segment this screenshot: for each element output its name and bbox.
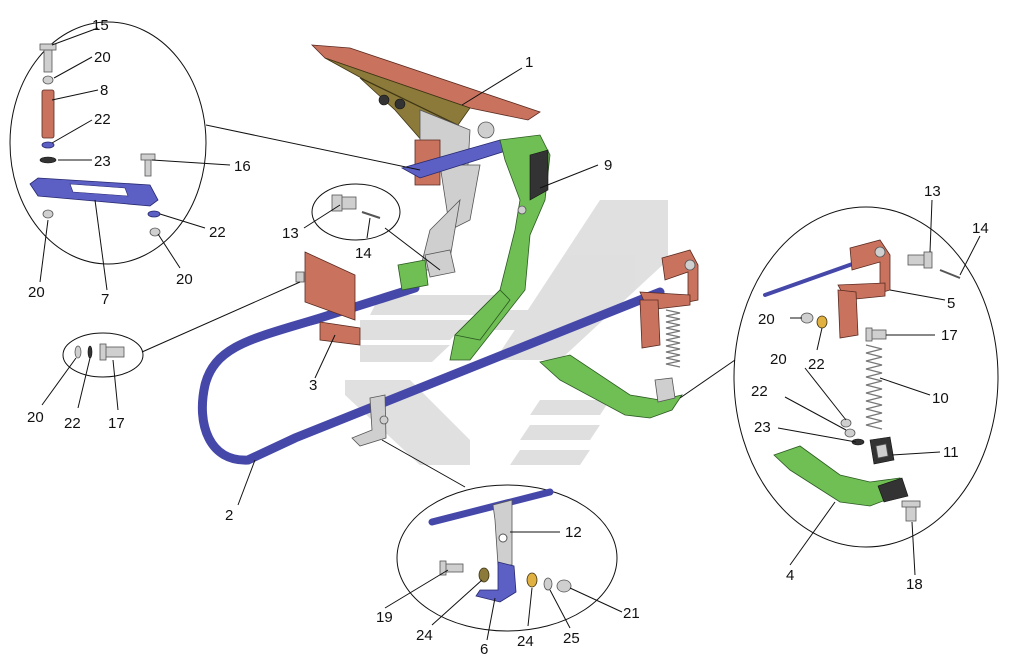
callout-leaders (39, 27, 981, 641)
callout-19: 19 (376, 609, 393, 626)
callout-20-left-group: 20 (27, 409, 44, 426)
right-bracket-5 (639, 249, 699, 349)
callout-5: 5 (947, 295, 955, 312)
callout-7: 7 (101, 291, 109, 308)
callout-20-right-lower: 20 (770, 351, 787, 368)
detail-circle-bolt-pin (311, 183, 441, 271)
callout-14-left: 14 (355, 245, 372, 262)
green-block (397, 249, 456, 291)
callout-21: 21 (623, 605, 640, 622)
callout-9: 9 (604, 157, 612, 174)
callout-11: 11 (943, 444, 959, 461)
callout-10: 10 (932, 390, 949, 407)
callout-2: 2 (225, 507, 233, 524)
callout-13-right: 13 (924, 183, 941, 200)
callout-numbers: 1 2 3 4 5 6 7 8 9 10 11 12 13 13 14 14 1… (27, 17, 989, 658)
callout-24-right: 24 (517, 633, 534, 650)
callout-22-right-lower: 22 (751, 383, 768, 400)
callout-22-right-upper: 22 (808, 356, 825, 373)
callout-15: 15 (92, 17, 109, 34)
callout-17-left: 17 (108, 415, 125, 432)
callout-16: 16 (234, 158, 251, 175)
rod-2 (197, 283, 665, 465)
callout-20-bottom-left: 20 (28, 284, 45, 301)
callout-23-top: 23 (94, 153, 111, 170)
detail-circle-right (679, 206, 999, 548)
callout-20-top: 20 (94, 49, 111, 66)
callout-8: 8 (100, 82, 108, 99)
detail-circle-left-fasteners (62, 281, 301, 378)
callout-22-top: 22 (94, 111, 111, 128)
callout-17-right: 17 (941, 327, 958, 344)
callout-20-right-upper: 20 (758, 311, 775, 328)
callout-23-right: 23 (754, 419, 771, 436)
spring-10 (665, 309, 681, 368)
callout-12: 12 (565, 524, 582, 541)
detail-circle-bottom (381, 439, 618, 632)
callout-1: 1 (525, 54, 533, 71)
bracket-4-mounted (539, 354, 683, 419)
callout-3: 3 (309, 377, 317, 394)
callout-14-right: 14 (972, 220, 989, 237)
callout-20-circle-right: 20 (176, 271, 193, 288)
lower-bracket (351, 394, 389, 447)
callout-24-left: 24 (416, 627, 433, 644)
callout-6: 6 (480, 641, 488, 658)
callout-25: 25 (563, 630, 580, 647)
callout-22-left-group: 22 (64, 415, 81, 432)
detail-circle-top-left (9, 21, 421, 265)
watermark-logo (345, 200, 668, 465)
callout-4: 4 (786, 567, 794, 584)
callout-18: 18 (906, 576, 923, 593)
bracket-9 (449, 134, 551, 361)
plate-3 (295, 251, 361, 346)
callout-13-left: 13 (282, 225, 299, 242)
callout-22-circle-right: 22 (209, 224, 226, 241)
